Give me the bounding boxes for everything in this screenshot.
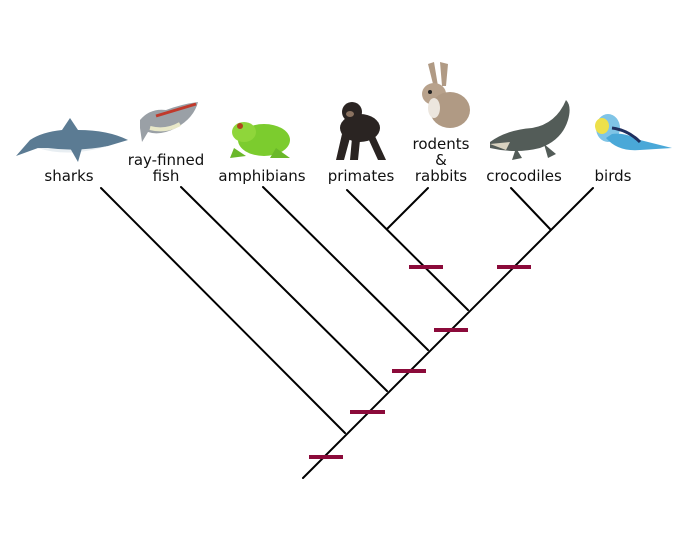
label-sharks: sharks	[44, 167, 94, 185]
trunk-line	[302, 187, 594, 479]
branch-rodents	[386, 187, 429, 230]
label-birds: birds	[594, 167, 632, 185]
label-rodents-rabbits: rodents & rabbits	[412, 135, 470, 185]
branch-sharks	[100, 187, 346, 434]
parakeet-image	[595, 114, 672, 151]
rabbit-image	[422, 62, 470, 128]
branch-fish	[180, 186, 388, 392]
label-crocodiles: crocodiles	[486, 167, 562, 185]
label-ray-finned-fish: ray-finned fish	[127, 151, 205, 185]
frog-image	[230, 122, 290, 158]
chimpanzee-image	[336, 102, 386, 160]
label-primates: primates	[327, 167, 395, 185]
branch-crocodiles	[510, 187, 551, 230]
branch-primates	[346, 189, 469, 311]
ray-finned-fish-image	[140, 102, 198, 142]
branch-amphibians	[262, 186, 429, 351]
shark-image	[12, 118, 128, 162]
label-amphibians: amphibians	[218, 167, 306, 185]
crocodile-image	[490, 100, 570, 160]
